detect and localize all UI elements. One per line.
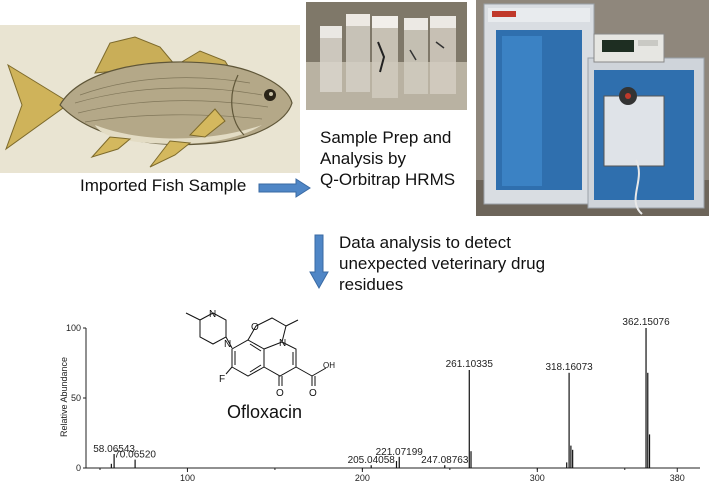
peak-label: 362.15076 (622, 317, 670, 328)
atom-n-label: N (224, 339, 231, 350)
y-tick-label: 100 (66, 323, 81, 333)
peak-label: 261.10335 (446, 359, 494, 370)
down-arrow-icon (309, 234, 329, 290)
atom-n-label: N (209, 309, 216, 320)
atom-oh-label: OH (323, 361, 335, 370)
peak-label: 247.08763 (421, 455, 469, 466)
fish-image (0, 25, 300, 173)
peak-label: 205.04058 (348, 455, 396, 466)
x-tick-label: 300 (530, 473, 545, 482)
ofloxacin-atom-labels: N N O N O O OH F (209, 309, 335, 399)
x-tick-label: 100 (180, 473, 195, 482)
right-arrow-icon (258, 178, 311, 198)
atom-f-label: F (219, 374, 225, 385)
fish-sample-caption: Imported Fish Sample (80, 176, 247, 195)
ofloxacin-structure (185, 312, 327, 386)
y-tick-label: 0 (76, 463, 81, 473)
atom-o-label: O (251, 322, 259, 333)
peak-label: 318.16073 (545, 362, 593, 373)
atom-o-label: O (276, 388, 284, 399)
molecule-name: Ofloxacin (227, 402, 302, 422)
sample-prep-caption: Sample Prep and Analysis by Q-Orbitrap H… (320, 128, 456, 189)
x-tick-label: 200 (355, 473, 370, 482)
y-tick-label: 50 (71, 393, 81, 403)
mass-spectrum-chart: Relative Abundance 100 200 300 380 100 50 0 58.… (59, 309, 700, 482)
sample-vials-photo (306, 2, 467, 110)
peak-label: 58.06543 (93, 444, 135, 455)
y-axis-label: Relative Abundance (59, 357, 69, 437)
atom-o-label: O (309, 388, 317, 399)
data-analysis-caption: Data analysis to detect unexpected veter… (339, 233, 546, 294)
peak-label: 70.06520 (114, 450, 156, 461)
atom-n-label: N (279, 338, 286, 349)
orbitrap-instrument-photo (476, 0, 709, 216)
x-tick-label: 380 (670, 473, 685, 482)
peak-label: 221.07199 (376, 447, 424, 458)
